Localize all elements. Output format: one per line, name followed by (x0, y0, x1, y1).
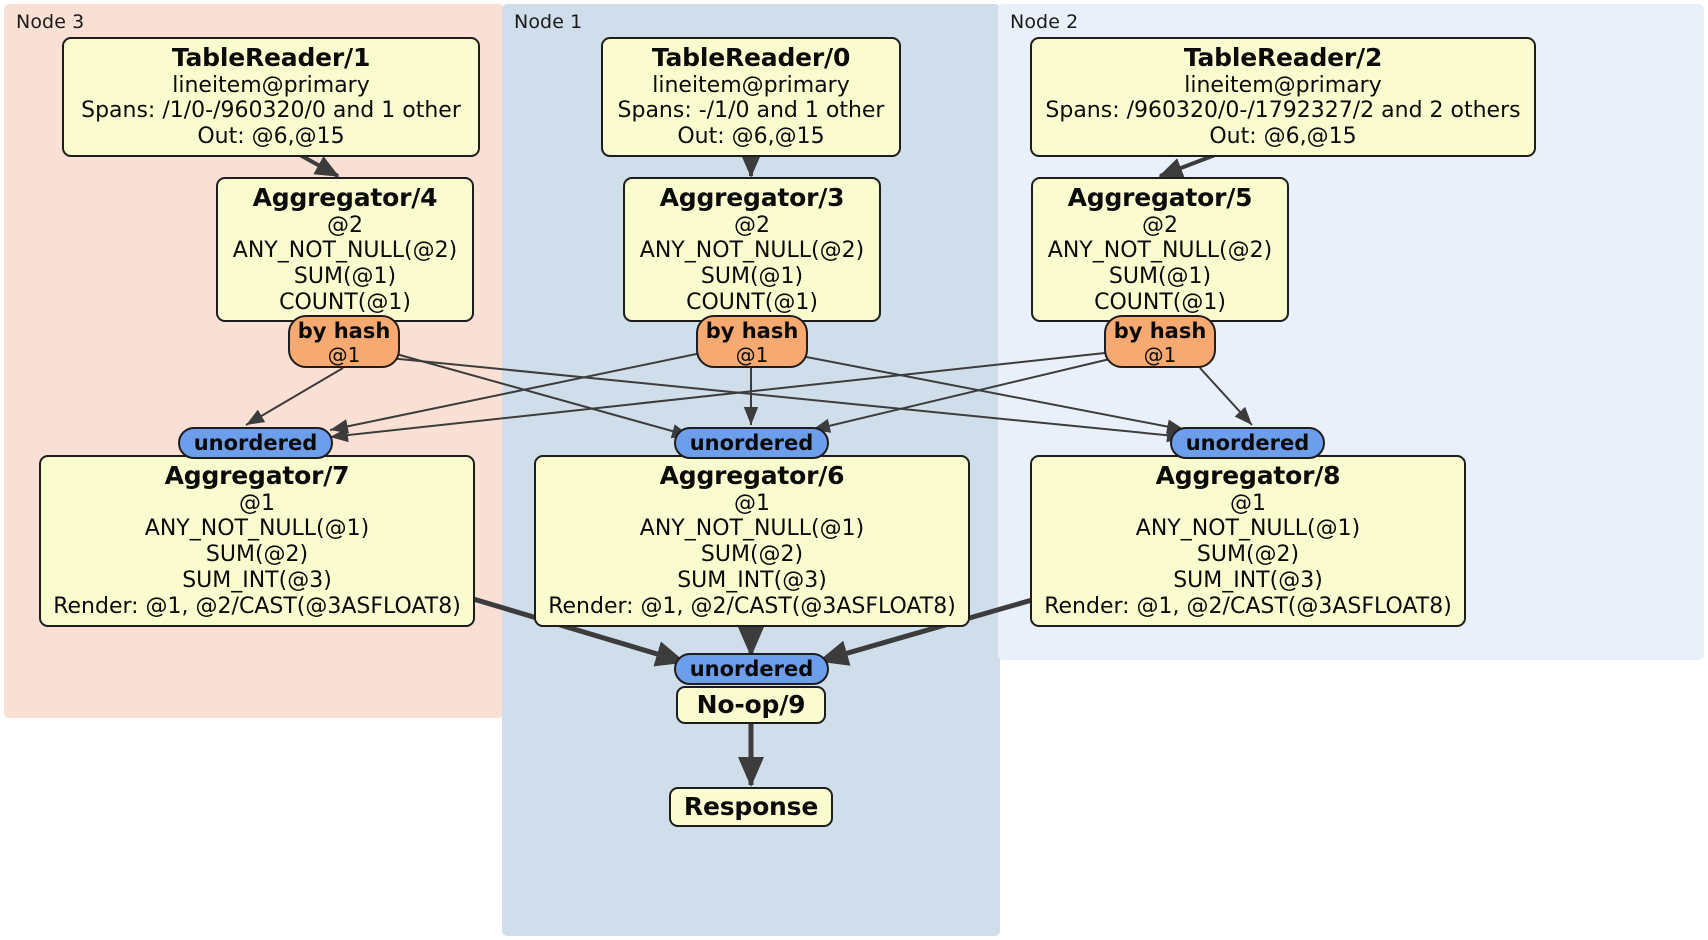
router-title: unordered (1185, 431, 1310, 455)
router-hash-left[interactable]: by hash @1 (288, 315, 400, 368)
processor-line: ANY_NOT_NULL(@2) (232, 238, 458, 264)
router-title: unordered (689, 657, 814, 681)
node-label-node2: Node 2 (1010, 11, 1079, 33)
router-unordered-center[interactable]: unordered (674, 427, 829, 459)
processor-line: SUM_INT(@3) (182, 568, 332, 594)
processor-line: ANY_NOT_NULL(@2) (639, 238, 865, 264)
router-hash-center[interactable]: by hash @1 (696, 315, 808, 368)
processor-title: Aggregator/6 (659, 461, 845, 490)
processor-line: Spans: /1/0-/960320/0 and 1 other (81, 98, 461, 124)
router-hash-right[interactable]: by hash @1 (1104, 315, 1216, 368)
router-subtitle: @1 (1143, 342, 1177, 367)
processor-box-tablereader-0[interactable]: TableReader/0 lineitem@primary Spans: -/… (601, 37, 901, 157)
processor-line: lineitem@primary (1184, 72, 1382, 98)
processor-line: @1 (239, 490, 275, 516)
processor-line: @2 (1142, 212, 1178, 238)
processor-line: SUM(@2) (700, 542, 804, 568)
processor-line: @2 (327, 212, 363, 238)
processor-line: SUM(@1) (700, 264, 804, 290)
processor-line: lineitem@primary (172, 72, 370, 98)
router-subtitle: @1 (327, 342, 361, 367)
processor-line: Out: @6,@15 (197, 124, 345, 150)
processor-line: Render: @1, @2/CAST(@3ASFLOAT8) (1044, 594, 1452, 620)
processor-line: SUM_INT(@3) (677, 568, 827, 594)
processor-line: Out: @6,@15 (677, 124, 825, 150)
processor-line: Spans: /960320/0-/1792327/2 and 2 others (1045, 98, 1521, 124)
processor-title: Response (683, 792, 819, 821)
processor-title: TableReader/1 (171, 43, 371, 72)
processor-box-tablereader-1[interactable]: TableReader/1 lineitem@primary Spans: /1… (62, 37, 480, 157)
node-label-node3: Node 3 (16, 11, 85, 33)
node-label-node1: Node 1 (514, 11, 583, 33)
router-unordered-final[interactable]: unordered (674, 653, 829, 685)
processor-line: SUM(@2) (1196, 542, 1300, 568)
processor-line: Render: @1, @2/CAST(@3ASFLOAT8) (53, 594, 461, 620)
processor-line: @1 (1230, 490, 1266, 516)
processor-line: SUM(@2) (205, 542, 309, 568)
processor-line: SUM_INT(@3) (1173, 568, 1323, 594)
processor-title: Aggregator/7 (164, 461, 350, 490)
processor-line: ANY_NOT_NULL(@1) (144, 516, 370, 542)
processor-line: Spans: -/1/0 and 1 other (617, 98, 885, 124)
processor-box-aggregator-4[interactable]: Aggregator/4 @2 ANY_NOT_NULL(@2) SUM(@1)… (216, 177, 474, 322)
processor-line: COUNT(@1) (1094, 290, 1226, 316)
router-title: by hash (705, 319, 799, 343)
processor-line: @2 (734, 212, 770, 238)
router-subtitle: @1 (735, 342, 769, 367)
processor-box-aggregator-3[interactable]: Aggregator/3 @2 ANY_NOT_NULL(@2) SUM(@1)… (623, 177, 881, 322)
router-title: unordered (689, 431, 814, 455)
processor-title: Aggregator/4 (252, 183, 438, 212)
processor-line: ANY_NOT_NULL(@2) (1047, 238, 1273, 264)
processor-title: TableReader/0 (651, 43, 851, 72)
processor-box-aggregator-6[interactable]: Aggregator/6 @1 ANY_NOT_NULL(@1) SUM(@2)… (534, 455, 970, 627)
processor-title: TableReader/2 (1183, 43, 1383, 72)
processor-line: ANY_NOT_NULL(@1) (1135, 516, 1361, 542)
processor-line: COUNT(@1) (686, 290, 818, 316)
router-unordered-left[interactable]: unordered (178, 427, 333, 459)
processor-line: SUM(@1) (1108, 264, 1212, 290)
router-unordered-right[interactable]: unordered (1170, 427, 1325, 459)
processor-box-response[interactable]: Response (669, 787, 833, 827)
processor-line: Render: @1, @2/CAST(@3ASFLOAT8) (548, 594, 956, 620)
processor-line: COUNT(@1) (279, 290, 411, 316)
processor-line: Out: @6,@15 (1209, 124, 1357, 150)
processor-title: No-op/9 (696, 690, 806, 719)
processor-title: Aggregator/8 (1155, 461, 1341, 490)
processor-box-aggregator-5[interactable]: Aggregator/5 @2 ANY_NOT_NULL(@2) SUM(@1)… (1031, 177, 1289, 322)
processor-title: Aggregator/3 (659, 183, 845, 212)
processor-box-aggregator-7[interactable]: Aggregator/7 @1 ANY_NOT_NULL(@1) SUM(@2)… (39, 455, 475, 627)
processor-box-tablereader-2[interactable]: TableReader/2 lineitem@primary Spans: /9… (1030, 37, 1536, 157)
processor-line: lineitem@primary (652, 72, 850, 98)
processor-box-noop-9[interactable]: No-op/9 (676, 686, 826, 724)
router-title: by hash (297, 319, 391, 343)
processor-line: @1 (734, 490, 770, 516)
router-title: unordered (193, 431, 318, 455)
processor-line: SUM(@1) (293, 264, 397, 290)
processor-line: ANY_NOT_NULL(@1) (639, 516, 865, 542)
processor-box-aggregator-8[interactable]: Aggregator/8 @1 ANY_NOT_NULL(@1) SUM(@2)… (1030, 455, 1466, 627)
processor-title: Aggregator/5 (1067, 183, 1253, 212)
router-title: by hash (1113, 319, 1207, 343)
